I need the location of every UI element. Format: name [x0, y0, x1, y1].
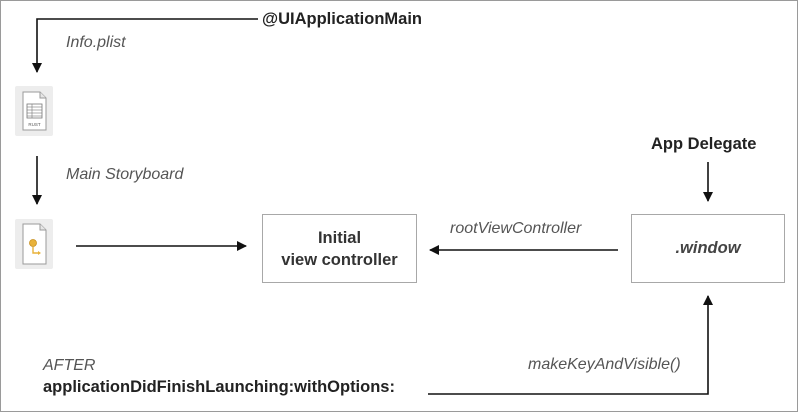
- plist-document-icon: RUST: [15, 86, 53, 136]
- initial-vc-line1: Initial: [317, 228, 362, 247]
- arrow-main-to-plist: [32, 18, 258, 73]
- initial-vc-line2: view controller: [281, 250, 398, 269]
- make-key-and-visible-label: makeKeyAndVisible(): [528, 356, 681, 373]
- plist-caption: RUST: [28, 122, 41, 127]
- window-box: .window: [631, 214, 785, 283]
- arrow-didfinish-to-window: [428, 295, 713, 395]
- initial-view-controller-box: Initial view controller: [262, 214, 417, 283]
- ui-application-main-label: @UIApplicationMain: [262, 10, 423, 28]
- storyboard-document-icon: [15, 219, 53, 269]
- did-finish-launching-label: applicationDidFinishLaunching:withOption…: [43, 378, 395, 396]
- main-storyboard-label: Main Storyboard: [66, 166, 184, 183]
- window-label: .window: [675, 239, 741, 257]
- root-view-controller-label: rootViewController: [450, 220, 582, 237]
- app-delegate-label: App Delegate: [651, 135, 757, 153]
- info-plist-label: Info.plist: [66, 34, 126, 51]
- after-label: AFTER: [43, 357, 96, 374]
